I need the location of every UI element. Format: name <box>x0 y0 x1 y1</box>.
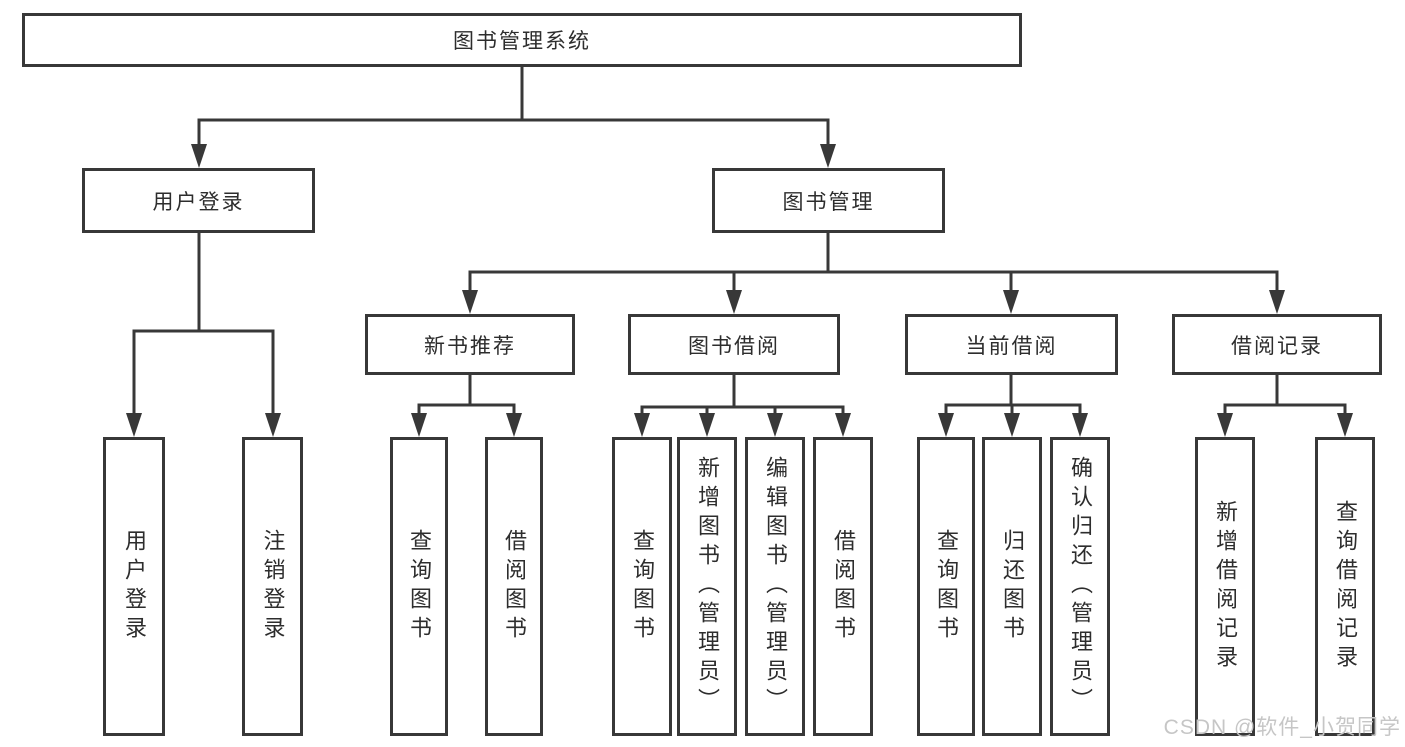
csdn-watermark: CSDN @软件_小贺同学 <box>1163 716 1401 739</box>
leaf-edit-books-admin: 编辑图书（管理员） <box>745 437 805 736</box>
leaf-query-books-borrow: 查询图书 <box>612 437 672 736</box>
leaf-borrow-books: 借阅图书 <box>813 437 873 736</box>
leaf-query-books-current: 查询图书 <box>917 437 975 736</box>
leaf-add-books-admin: 新增图书（管理员） <box>677 437 737 736</box>
node-new-book-recommendation: 新书推荐 <box>365 314 575 375</box>
leaf-borrow-books-recommend: 借阅图书 <box>485 437 543 736</box>
leaf-query-books-recommend: 查询图书 <box>390 437 448 736</box>
node-library-management-system: 图书管理系统 <box>22 13 1022 67</box>
node-book-borrowing: 图书借阅 <box>628 314 840 375</box>
leaf-confirm-return-admin: 确认归还（管理员） <box>1050 437 1110 736</box>
leaf-user-login: 用户登录 <box>103 437 165 736</box>
node-current-borrowing: 当前借阅 <box>905 314 1118 375</box>
leaf-add-borrow-record: 新增借阅记录 <box>1195 437 1255 736</box>
node-borrowing-records: 借阅记录 <box>1172 314 1382 375</box>
node-user-login: 用户登录 <box>82 168 315 233</box>
leaf-query-borrow-record: 查询借阅记录 <box>1315 437 1375 736</box>
arrowheads <box>126 144 1353 437</box>
node-book-management: 图书管理 <box>712 168 945 233</box>
leaf-logout: 注销登录 <box>242 437 303 736</box>
leaf-return-books: 归还图书 <box>982 437 1042 736</box>
